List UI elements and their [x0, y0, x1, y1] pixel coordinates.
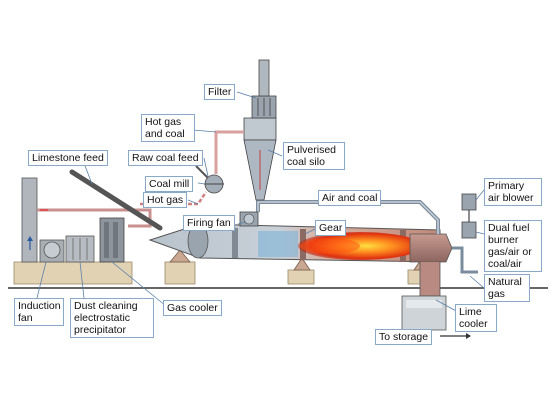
- flame-core: [300, 238, 360, 254]
- label-gear: Gear: [315, 220, 347, 236]
- limestone-chute: [69, 169, 163, 231]
- stack: [21, 177, 38, 263]
- label-filter: Filter: [204, 84, 236, 100]
- burner-hood: [409, 233, 453, 263]
- label-lime-cooler: Lime cooler: [455, 304, 497, 332]
- label-air-and-coal: Air and coal: [318, 190, 382, 206]
- label-coal-mill: Coal mill: [145, 176, 194, 192]
- filter-unit: [251, 59, 277, 119]
- label-dust-cleaning-precipitator: Dust cleaning electrostatic precipitator: [70, 298, 154, 338]
- label-gas-cooler: Gas cooler: [163, 300, 222, 316]
- raw-coal-feed-line: [195, 165, 209, 179]
- pulverised-coal-silo: [243, 117, 277, 201]
- label-hot-gas: Hot gas: [143, 192, 188, 208]
- label-primary-air-blower: Primary air blower: [484, 178, 542, 206]
- firing-fan: [239, 211, 259, 227]
- primary-air-blower: [461, 193, 477, 239]
- label-dual-fuel-burner: Dual fuel burner gas/air or coal/air: [484, 220, 542, 272]
- to-storage-arrowhead: [466, 333, 471, 339]
- label-pulverised-coal-silo: Pulverised coal silo: [283, 142, 345, 170]
- coal-mill: [204, 174, 224, 194]
- label-induction-fan: Induction fan: [14, 298, 64, 326]
- label-raw-coal-feed: Raw coal feed: [128, 150, 203, 166]
- label-to-storage: To storage: [375, 329, 433, 345]
- stack-flow-arrowhead: [27, 236, 33, 241]
- label-natural-gas: Natural gas: [484, 274, 530, 302]
- foundations: [13, 261, 435, 285]
- gas-cooler: [99, 217, 125, 263]
- flue-gas-duct: [37, 208, 152, 228]
- induction-fan: [39, 239, 65, 263]
- label-limestone-feed: Limestone feed: [28, 150, 108, 166]
- natural-gas-line: [452, 246, 478, 274]
- electrostatic-precipitator: [65, 235, 95, 263]
- label-hot-gas-and-coal: Hot gas and coal: [141, 114, 195, 142]
- label-firing-fan: Firing fan: [183, 215, 235, 231]
- hot-gas-and-coal-pipe: [214, 130, 244, 174]
